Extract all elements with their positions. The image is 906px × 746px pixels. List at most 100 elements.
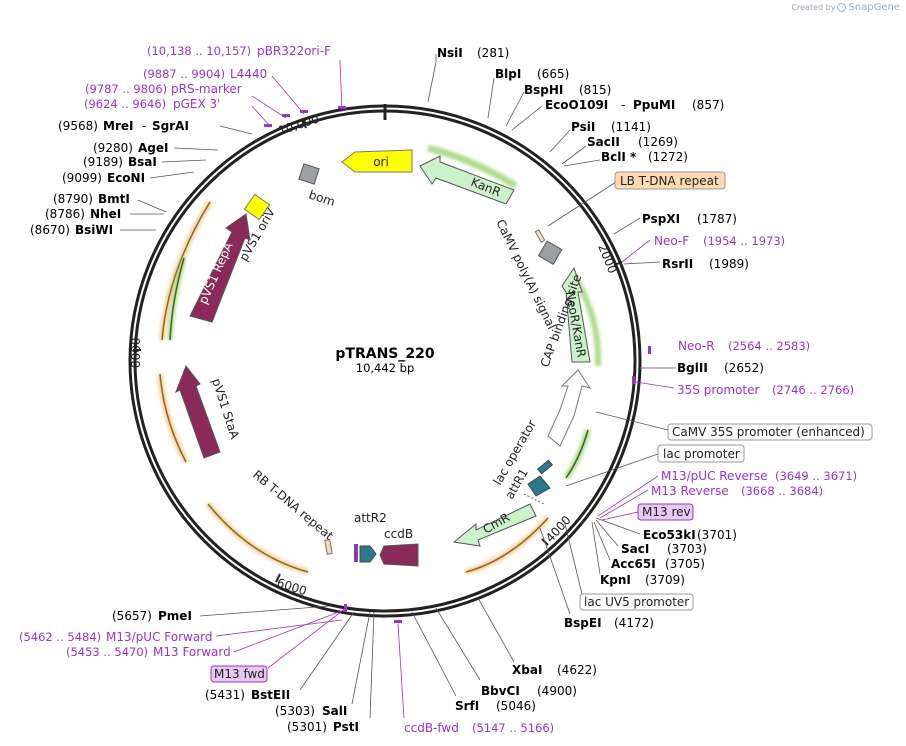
primer-M13pUCRev-name: M13/pUC Reverse — [661, 469, 768, 483]
site-BglII-name: BglII — [677, 361, 708, 375]
site-BspEI-pos: (4172) — [614, 616, 654, 630]
site-NheI-pos: (8786) — [45, 207, 85, 221]
feature-ori[interactable]: ori — [341, 149, 413, 173]
site-SacI[interactable]: SacI (3703) — [595, 519, 707, 556]
site-SalI[interactable]: SalI (5303) — [275, 611, 371, 718]
feature-pvs1-repA[interactable]: pVS1 RepA — [189, 213, 251, 323]
site-KpnI-name: KpnI — [600, 573, 631, 587]
site-PmeI[interactable]: PmeI (5657) — [112, 605, 331, 623]
pvs1-oriV-block — [243, 193, 271, 221]
site-Acc65I[interactable]: Acc65I (3705) — [593, 521, 705, 571]
tick-10000 — [302, 119, 307, 129]
site-AgeI-name: AgeI — [138, 141, 168, 155]
site-EcoNI[interactable]: EcoNI (9099) — [62, 171, 195, 185]
primer-L4440-mark — [300, 110, 308, 113]
plasmid-size: 10,442 bp — [356, 361, 415, 375]
site-BstEII[interactable]: BstEII (5431) — [205, 611, 355, 702]
site-SrfI-pos: (5046) — [496, 699, 536, 713]
site-MreI[interactable]: MreI - SgrAI (9568) — [58, 119, 253, 135]
feature-kanR[interactable]: KanR — [419, 144, 518, 205]
site-BsiWI-name: BsiWI — [75, 223, 113, 237]
site-PstI[interactable]: PstI (5301) — [287, 611, 375, 734]
feature-attR2[interactable]: attR2 — [354, 511, 387, 563]
primer-M13Fwd[interactable]: M13 Forward (5453 .. 5470) — [66, 609, 345, 659]
lacUV5-box — [579, 593, 694, 611]
camv35s-box — [667, 423, 873, 441]
box-lac-promoter[interactable]: lac promoter — [565, 444, 745, 487]
box-m13fwd[interactable]: M13 fwd — [210, 607, 347, 683]
primer-35S-pos: (2746 .. 2766) — [772, 383, 854, 397]
site-EcoNI-pos: (9099) — [62, 171, 102, 185]
site-Eco53kI-name: Eco53kI — [643, 528, 696, 542]
site-BspHI[interactable]: BspHI (815) — [505, 83, 611, 127]
site-PspXI[interactable]: PspXI (1787) — [613, 212, 737, 235]
site-BglII-pos: (2652) — [724, 361, 764, 375]
site-BbvCI[interactable]: BbvCI (4900) — [435, 607, 577, 698]
site-AgeI[interactable]: AgeI (9280) — [93, 141, 219, 155]
green-glow-right — [563, 429, 591, 480]
site-BsaI[interactable]: BsaI (9189) — [83, 155, 207, 169]
cmR-arrow — [452, 503, 537, 547]
site-BmtI[interactable]: BmtI (8790) — [53, 192, 167, 213]
camv35s-box-label: CaMV 35S promoter (enhanced) — [672, 425, 865, 439]
site-EcoNI-name: EcoNI — [107, 171, 145, 185]
site-KpnI[interactable]: KpnI (3709) — [591, 521, 685, 587]
feature-attR1[interactable]: lac operator attR1 — [490, 417, 553, 505]
site-SrfI-name: SrfI — [455, 699, 479, 713]
primer-M13pUCFwd[interactable]: M13/pUC Forward (5462 .. 5484) — [19, 604, 347, 644]
site-PspXI-pos: (1787) — [697, 212, 737, 226]
primer-ccdBfwd-pos: (5147 .. 5166) — [472, 721, 554, 735]
site-PmeI-pos: (5657) — [112, 609, 152, 623]
brand-created-by: Created by — [791, 3, 836, 12]
primer-M13Rev[interactable]: M13 Reverse (3668 .. 3684) — [599, 484, 823, 519]
site-NheI-name: NheI — [90, 207, 121, 221]
primer-pBR322oriF[interactable]: pBR322ori-F (10,138 .. 10,157) — [147, 44, 346, 113]
primer-NeoR[interactable]: Neo-R (2564 .. 2583) — [648, 339, 810, 354]
site-EcoO109I-sep: - — [621, 98, 625, 112]
box-m13rev[interactable]: M13 rev — [601, 503, 694, 521]
site-SacII-name: SacII — [587, 135, 620, 149]
primer-35S[interactable]: 35S promoter (2746 .. 2766) — [632, 376, 854, 397]
site-NsiI-name: NsiI — [437, 46, 463, 60]
box-camv35s[interactable]: CaMV 35S promoter (enhanced) — [595, 411, 873, 441]
site-PsiI[interactable]: PsiI (1141) — [549, 120, 651, 153]
primer-pGEX3[interactable]: pGEX 3' (9624 .. 9646) — [84, 97, 272, 127]
site-NheI[interactable]: NheI (8786) — [45, 207, 164, 221]
primer-ccdBfwd-mark — [394, 620, 402, 623]
site-NsiI[interactable]: NsiI (281) — [427, 46, 509, 103]
primer-M13pUCFwd-pos: (5462 .. 5484) — [19, 630, 101, 644]
site-RsrII-name: RsrII — [662, 257, 693, 271]
site-MreI-sep: - — [142, 119, 146, 133]
feature-pvs1-staA[interactable]: pVS1 StaA — [175, 364, 242, 459]
feature-rb-tdna: RB T-DNA repeat — [250, 468, 336, 555]
site-BsiWI[interactable]: BsiWI (8670) — [30, 223, 156, 237]
primer-pRSmarker[interactable]: pRS-marker (9787 .. 9806) — [85, 82, 290, 119]
box-lb-tdna[interactable]: LB T-DNA repeat — [547, 171, 726, 227]
primer-M13pUCRev[interactable]: M13/pUC Reverse (3649 .. 3671) — [597, 469, 857, 517]
primer-L4440[interactable]: L4440 (9887 .. 9904) — [143, 67, 308, 115]
primer-M13Fwd-pos: (5453 .. 5470) — [66, 645, 148, 659]
plasmid-name: pTRANS_220 — [335, 346, 434, 362]
primer-ccdBfwd[interactable]: ccdB-fwd (5147 .. 5166) — [394, 620, 554, 735]
primer-NeoF[interactable]: Neo-F (1954 .. 1973) — [621, 234, 785, 263]
site-Eco53kI[interactable]: Eco53kI (3701) — [595, 517, 737, 542]
site-PsiI-pos: (1141) — [611, 120, 651, 134]
site-BspEI[interactable]: BspEI (4172) — [539, 527, 654, 630]
site-XbaI[interactable]: XbaI (4622) — [477, 597, 597, 677]
primer-NeoR-pos: (2564 .. 2583) — [728, 339, 810, 353]
box-lacUV5[interactable]: lac UV5 promoter — [563, 519, 694, 611]
neoR-arrow — [561, 266, 591, 363]
feature-ccdB[interactable]: ccdB — [379, 527, 419, 567]
site-BglII[interactable]: BglII (2652) — [638, 361, 764, 375]
site-XbaI-pos: (4622) — [557, 663, 597, 677]
site-SacII[interactable]: SacII (1269) — [561, 135, 678, 165]
site-SrfI[interactable]: SrfI (5046) — [411, 611, 536, 713]
primer-M13Rev-name: M13 Reverse — [651, 484, 729, 498]
site-RsrII[interactable]: RsrII (1989) — [623, 257, 749, 271]
site-EcoO109I[interactable]: EcoO109I - PpuMI (857) — [511, 98, 724, 131]
primer-35S-name: 35S promoter — [677, 383, 759, 397]
brand-app-name: SnapGene — [848, 2, 900, 13]
site-BclI[interactable]: BclI * (1272) — [563, 150, 688, 167]
site-BlpI[interactable]: BlpI (665) — [487, 67, 569, 119]
